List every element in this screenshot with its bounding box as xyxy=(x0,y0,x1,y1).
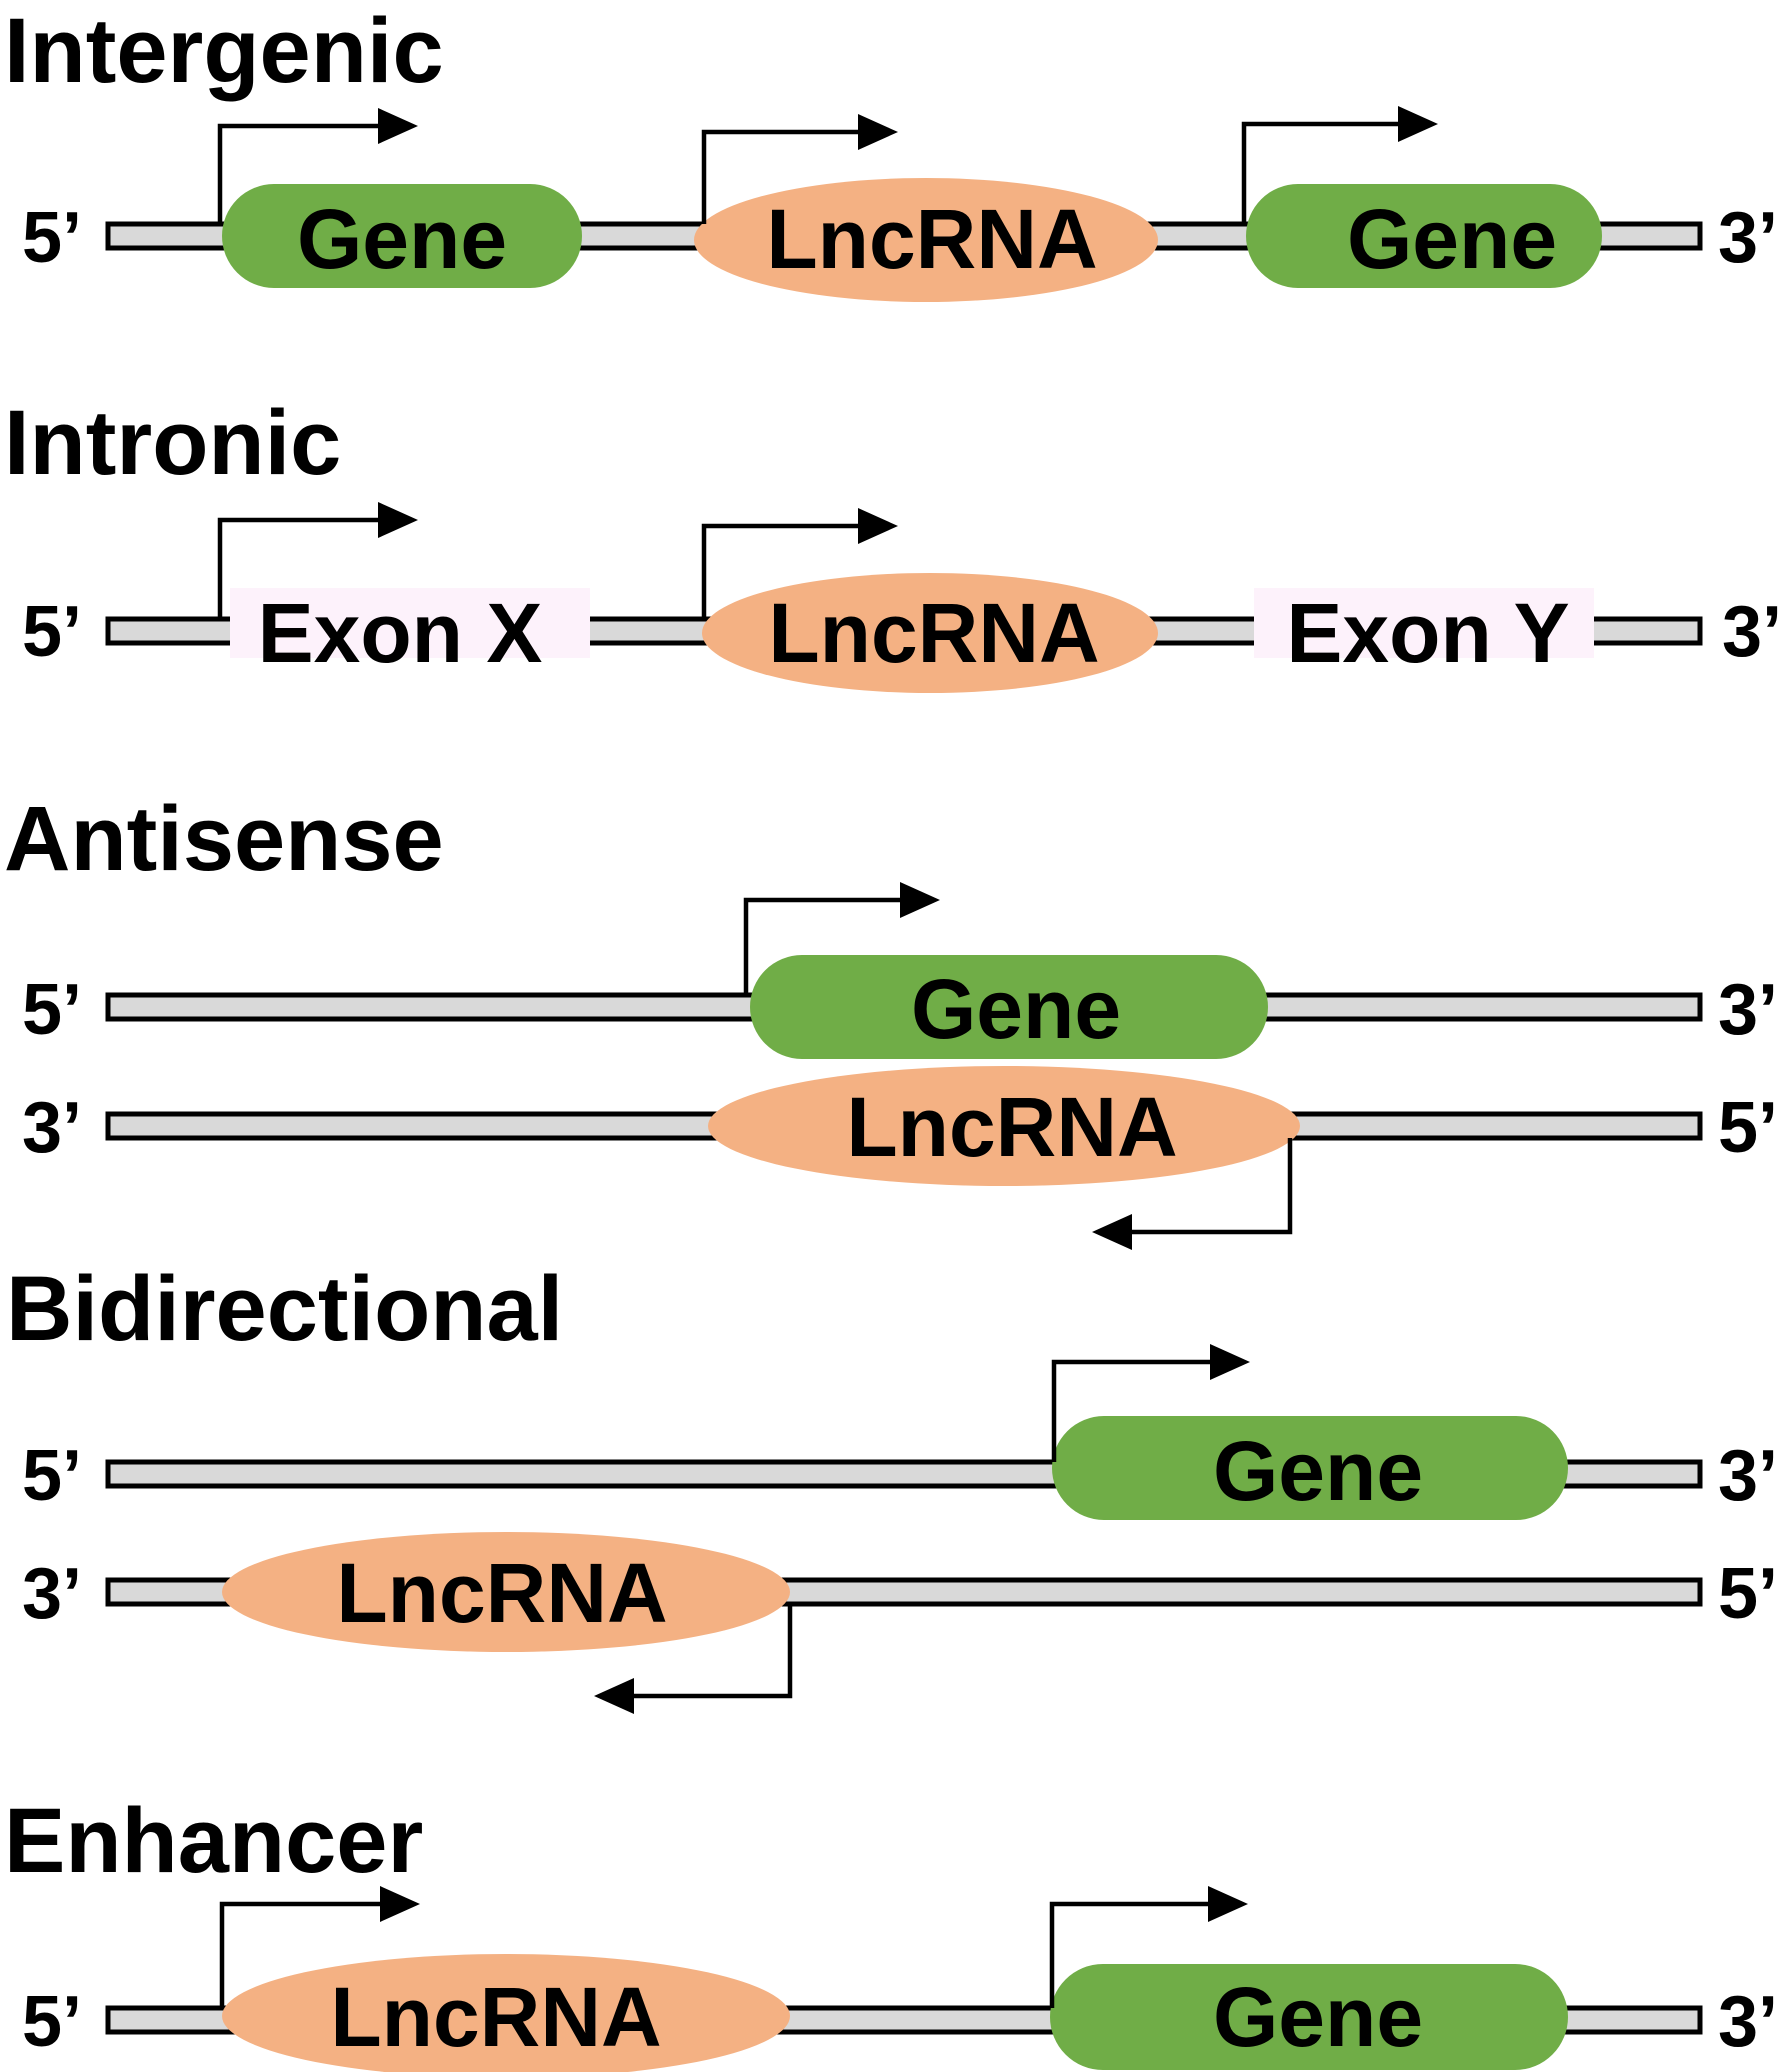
strand-end-label-left: 3’ xyxy=(22,1088,82,1168)
tss-arrow-icon xyxy=(743,882,940,995)
gene-label: Gene xyxy=(1213,1970,1423,2064)
exon-label: Exon X xyxy=(258,586,543,680)
lncrna-label: LncRNA xyxy=(766,192,1097,286)
strand-end-label-left: 5’ xyxy=(22,1436,82,1516)
tss-arrow-icon xyxy=(594,1604,793,1714)
tss-arrow-icon xyxy=(219,1886,420,2008)
lncrna-ellipse xyxy=(222,1954,790,2072)
gene-block xyxy=(750,955,1268,1059)
strand-end-label-left: 3’ xyxy=(22,1554,82,1634)
strand-end-label-left: 5’ xyxy=(22,1982,82,2062)
strand-end-label-right: 3’ xyxy=(1718,1436,1778,1516)
gene-label: Gene xyxy=(1213,1424,1423,1518)
tss-arrow-icon xyxy=(1051,1344,1250,1462)
gene-label: Gene xyxy=(1347,192,1557,286)
exon-block xyxy=(230,588,590,658)
panel-antisense: Antisense 5’ 3’ 3’ 5’ Gene LncRNA xyxy=(4,788,1778,1250)
strand-end-label-left: 5’ xyxy=(22,970,82,1050)
tss-arrow-icon xyxy=(1241,106,1438,224)
panel-title-intergenic: Intergenic xyxy=(4,0,444,102)
gene-label: Gene xyxy=(297,192,507,286)
strand-end-label-right: 5’ xyxy=(1718,1088,1778,1168)
tss-arrow-icon xyxy=(701,508,898,619)
lncrna-ellipse xyxy=(222,1532,790,1652)
gene-block xyxy=(222,184,582,288)
lncrna-label: LncRNA xyxy=(846,1080,1177,1174)
strand-end-label-left: 5’ xyxy=(22,592,82,672)
lncrna-label: LncRNA xyxy=(768,586,1099,680)
lncrna-ellipse xyxy=(702,573,1158,693)
strand-end-label-left: 5’ xyxy=(22,198,82,278)
lncrna-ellipse xyxy=(694,178,1158,302)
lncrna-ellipse xyxy=(708,1066,1300,1186)
exon-label: Exon Y xyxy=(1286,586,1569,680)
strand-end-label-right: 3’ xyxy=(1718,198,1778,278)
panel-title-antisense: Antisense xyxy=(4,788,444,890)
tss-arrow-icon xyxy=(217,108,418,224)
strand-end-label-right: 3’ xyxy=(1718,970,1778,1050)
strand-end-label-right: 3’ xyxy=(1722,592,1782,672)
tss-arrow-icon xyxy=(217,502,418,619)
lncrna-label: LncRNA xyxy=(336,1546,667,1640)
tss-arrow-icon xyxy=(1092,1138,1293,1250)
tss-arrow-icon xyxy=(1049,1886,1248,2008)
gene-label: Gene xyxy=(911,962,1121,1056)
panel-title-enhancer: Enhancer xyxy=(4,1790,423,1892)
exon-block xyxy=(1254,588,1594,658)
gene-block xyxy=(1052,1416,1568,1520)
panel-title-bidirectional: Bidirectional xyxy=(6,1258,563,1360)
panel-intronic: Intronic 5’ 3’ Exon X LncRNA Exon Y xyxy=(4,392,1782,693)
panel-bidirectional: Bidirectional 5’ 3’ 3’ 5’ Gene LncRNA xyxy=(6,1258,1778,1714)
gene-block xyxy=(1050,1964,1568,2070)
panel-intergenic: Intergenic 5’ 3’ Gene LncRNA Gene xyxy=(4,0,1778,302)
panel-enhancer: Enhancer 5’ 3’ LncRNA Gene xyxy=(4,1790,1778,2072)
strand-end-label-right: 3’ xyxy=(1718,1982,1778,2062)
gene-block xyxy=(1246,184,1602,288)
lncrna-label: LncRNA xyxy=(330,1970,661,2064)
strand-end-label-right: 5’ xyxy=(1718,1554,1778,1634)
tss-arrow-icon xyxy=(701,114,898,224)
panel-title-intronic: Intronic xyxy=(4,392,341,494)
